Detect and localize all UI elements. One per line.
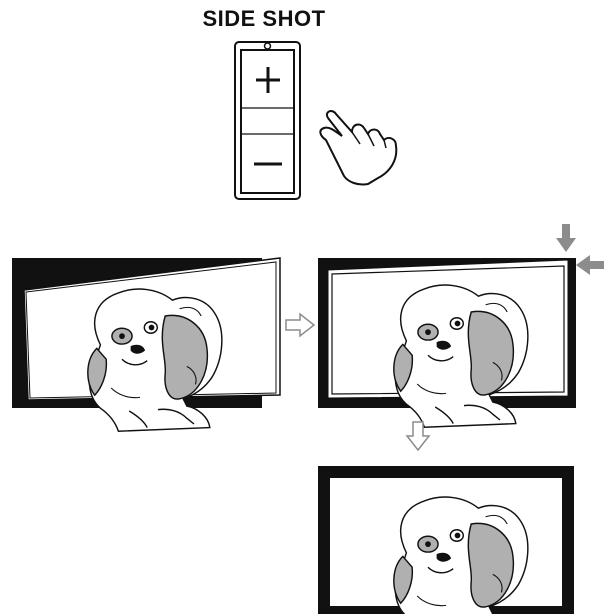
side-shot-control[interactable] <box>235 42 300 199</box>
arrow-down-solid-icon <box>556 224 576 252</box>
step-final-frame <box>318 466 574 614</box>
arrow-left-solid-icon <box>576 255 604 275</box>
hand-pointer-icon <box>320 111 396 184</box>
arrow-right-icon <box>286 314 314 336</box>
step-corrected-frame <box>318 258 576 427</box>
step-tilted-frame <box>12 258 280 431</box>
